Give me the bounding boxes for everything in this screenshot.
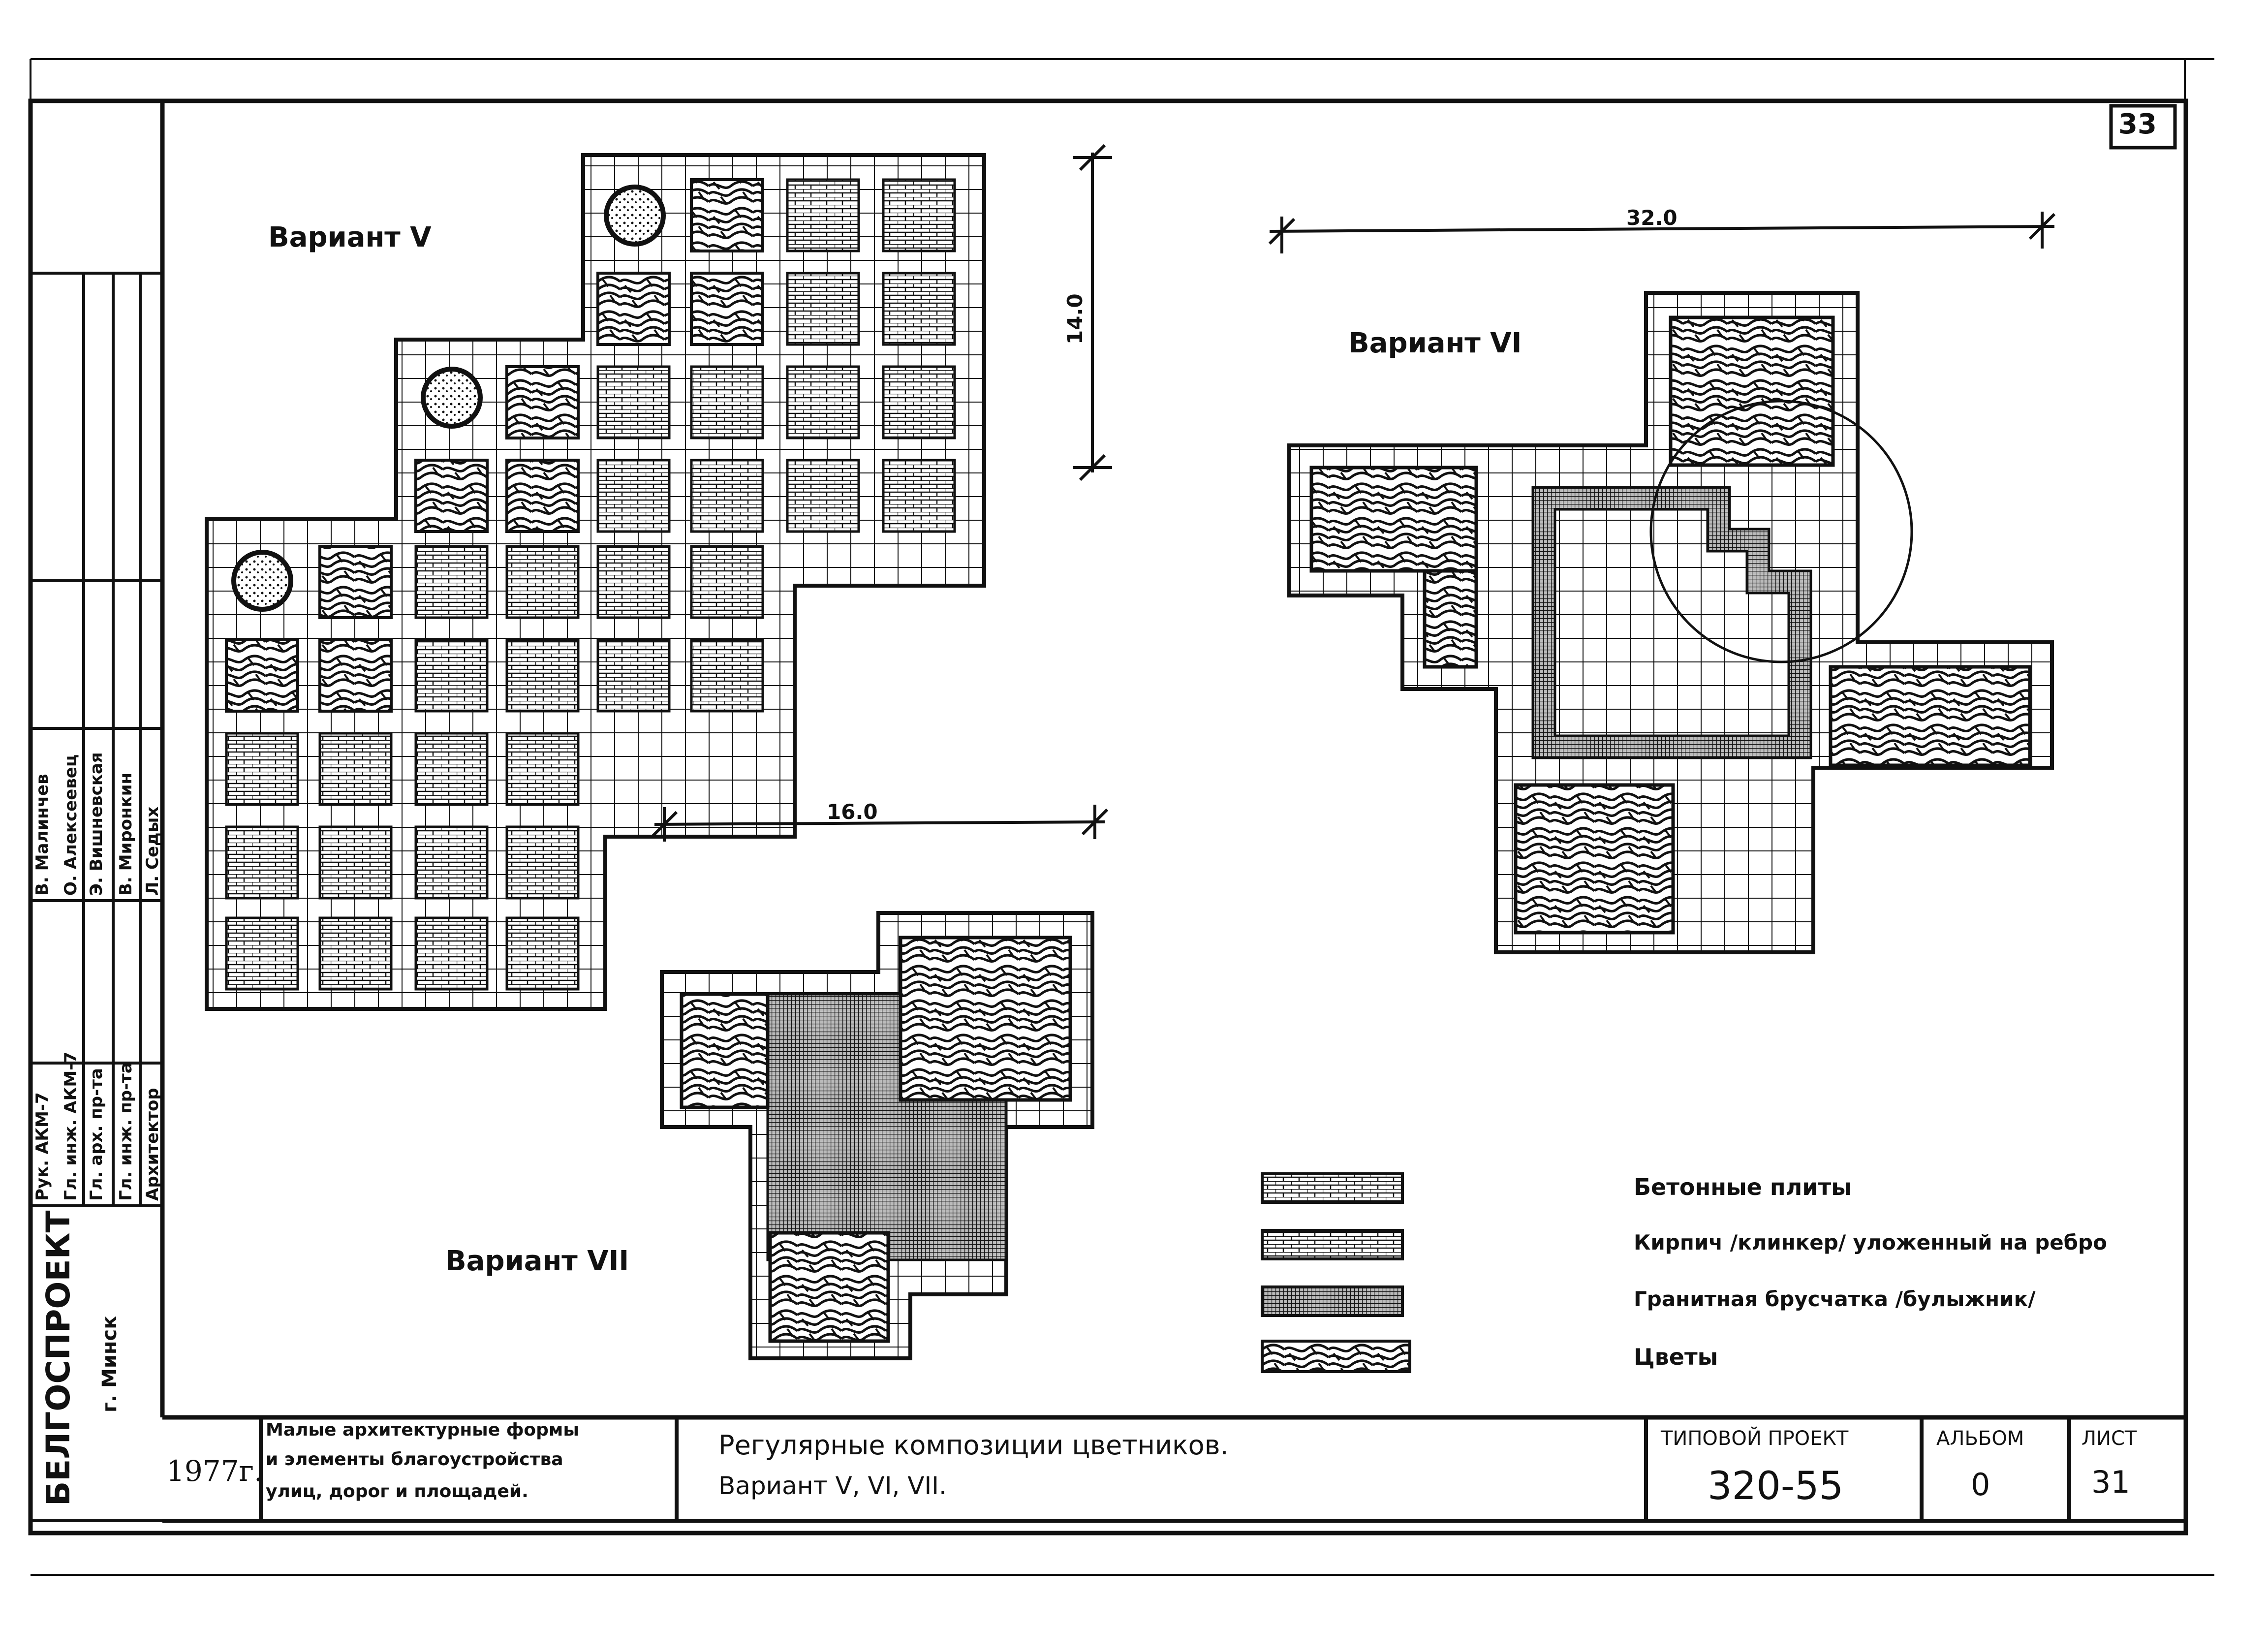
organization-city: г. Минск	[98, 1316, 121, 1412]
stamp-name: Л. Седых	[143, 806, 162, 896]
variant-vi-plan	[1287, 291, 2054, 954]
variant-vi-granite-band	[1531, 486, 1812, 759]
title-block-grid	[162, 1417, 2186, 1523]
stamp-name: О. Алексеевец	[61, 754, 81, 896]
album-title-line-1: Малые архитектурные формы	[266, 1420, 579, 1440]
stamp-role: Гл. инж. АКМ-7	[61, 1052, 81, 1201]
variant-vi-title: Вариант VI	[1348, 327, 1522, 359]
legend-label-granite: Гранитная брусчатка /булыжник/	[1634, 1287, 2036, 1311]
corner-sheet-number: 33	[2118, 108, 2157, 140]
variant-vii-title: Вариант VII	[445, 1245, 629, 1277]
dimension-vii-width-label: 16.0	[827, 800, 878, 824]
stamp-role: Архитектор	[143, 1088, 162, 1201]
sheet-value: 31	[2091, 1464, 2130, 1500]
legend-label-flowers: Цветы	[1634, 1344, 1718, 1370]
variant-vii-plan	[660, 911, 1094, 1360]
variant-v-plan	[205, 153, 986, 1011]
album-title-line-3: улиц, дорог и площадей.	[266, 1481, 528, 1502]
organization-name: БЕЛГОСПРОЕКТ	[39, 1210, 77, 1506]
legend-swatch-granite	[1261, 1285, 1404, 1317]
legend-swatch-brick	[1261, 1229, 1404, 1260]
title-year: 1977г.	[166, 1454, 263, 1488]
legend-swatch-flowers	[1261, 1340, 1411, 1373]
variant-vii-flower-beds	[680, 936, 1072, 1343]
album-label: АЛЬБОМ	[1936, 1427, 2024, 1450]
dimension-vi-width	[1268, 212, 2056, 253]
stamp-name: Э. Вишневская	[87, 752, 106, 896]
variant-v-flower-beds	[225, 178, 764, 713]
left-stamp-grid	[31, 272, 162, 1522]
dimension-v-height	[1073, 144, 1112, 481]
album-title-line-2: и элементы благоустройства	[266, 1449, 563, 1470]
dimension-vii-width	[651, 805, 1109, 842]
stamp-name: В. Миронкин	[116, 773, 136, 896]
legend-label-brick: Кирпич /клинкер/ уложенный на ребро	[1634, 1230, 2107, 1254]
sheet-label: ЛИСТ	[2082, 1427, 2137, 1450]
stamp-role: Гл. арх. пр-та	[87, 1068, 106, 1201]
dimension-vi-width-label: 32.0	[1626, 206, 1678, 230]
variant-vi-outline	[1287, 291, 2054, 954]
variant-vi-fountain-circle	[1649, 400, 1913, 663]
stamp-name: В. Малинчев	[32, 774, 52, 896]
variant-v-round-planters	[231, 185, 666, 612]
variant-v-title: Вариант V	[268, 221, 432, 253]
project-label: ТИПОВОЙ ПРОЕКТ	[1661, 1427, 1849, 1450]
sheet-frame	[28, 58, 2214, 1576]
project-number: 320-55	[1708, 1464, 1844, 1508]
variant-vi-flower-beds	[1309, 315, 2032, 935]
drawing-subtitle: Вариант V, VI, VII.	[718, 1472, 947, 1500]
stamp-role: Гл. инж. пр-та	[116, 1062, 136, 1201]
legend-swatches	[1261, 1172, 1411, 1373]
drawing-title: Регулярные композиции цветников.	[718, 1430, 1229, 1461]
legend-swatch-concrete	[1261, 1172, 1404, 1204]
dimension-v-height-label: 14.0	[1063, 293, 1087, 345]
legend-label-concrete: Бетонные плиты	[1634, 1174, 1852, 1200]
stamp-role: Рук. АКМ-7	[32, 1092, 52, 1201]
album-value: 0	[1971, 1467, 1990, 1503]
